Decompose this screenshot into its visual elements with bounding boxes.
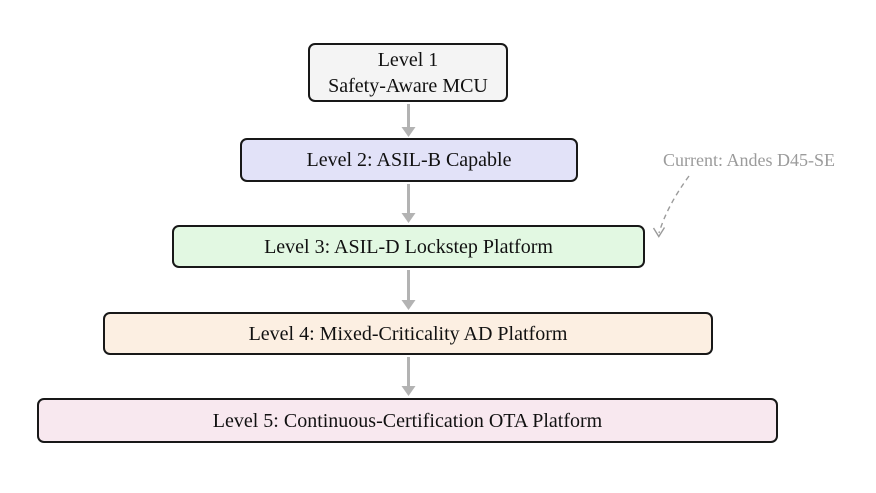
level-1-box: Level 1 Safety-Aware MCU <box>308 43 508 102</box>
level-2-box: Level 2: ASIL-B Capable <box>240 138 578 182</box>
level-2-label: Level 2: ASIL-B Capable <box>306 149 512 171</box>
flow-arrow-4-5 <box>401 357 416 396</box>
flow-arrow-2-3 <box>401 184 416 223</box>
annotation-label: Current: Andes D45-SE <box>663 150 835 170</box>
level-3-box: Level 3: ASIL-D Lockstep Platform <box>172 225 645 268</box>
level-5-box: Level 5: Continuous-Certification OTA Pl… <box>37 398 778 443</box>
level-5-label: Level 5: Continuous-Certification OTA Pl… <box>212 409 603 432</box>
flow-arrow-1-2 <box>401 104 416 137</box>
level-1-label: Level 1 Safety-Aware MCU <box>328 48 488 97</box>
annotation-arrow <box>652 175 690 238</box>
flow-arrow-3-4 <box>401 270 416 310</box>
level-3-label: Level 3: ASIL-D Lockstep Platform <box>264 235 553 258</box>
level-4-label: Level 4: Mixed-Criticality AD Platform <box>248 322 568 345</box>
level-4-box: Level 4: Mixed-Criticality AD Platform <box>103 312 713 355</box>
